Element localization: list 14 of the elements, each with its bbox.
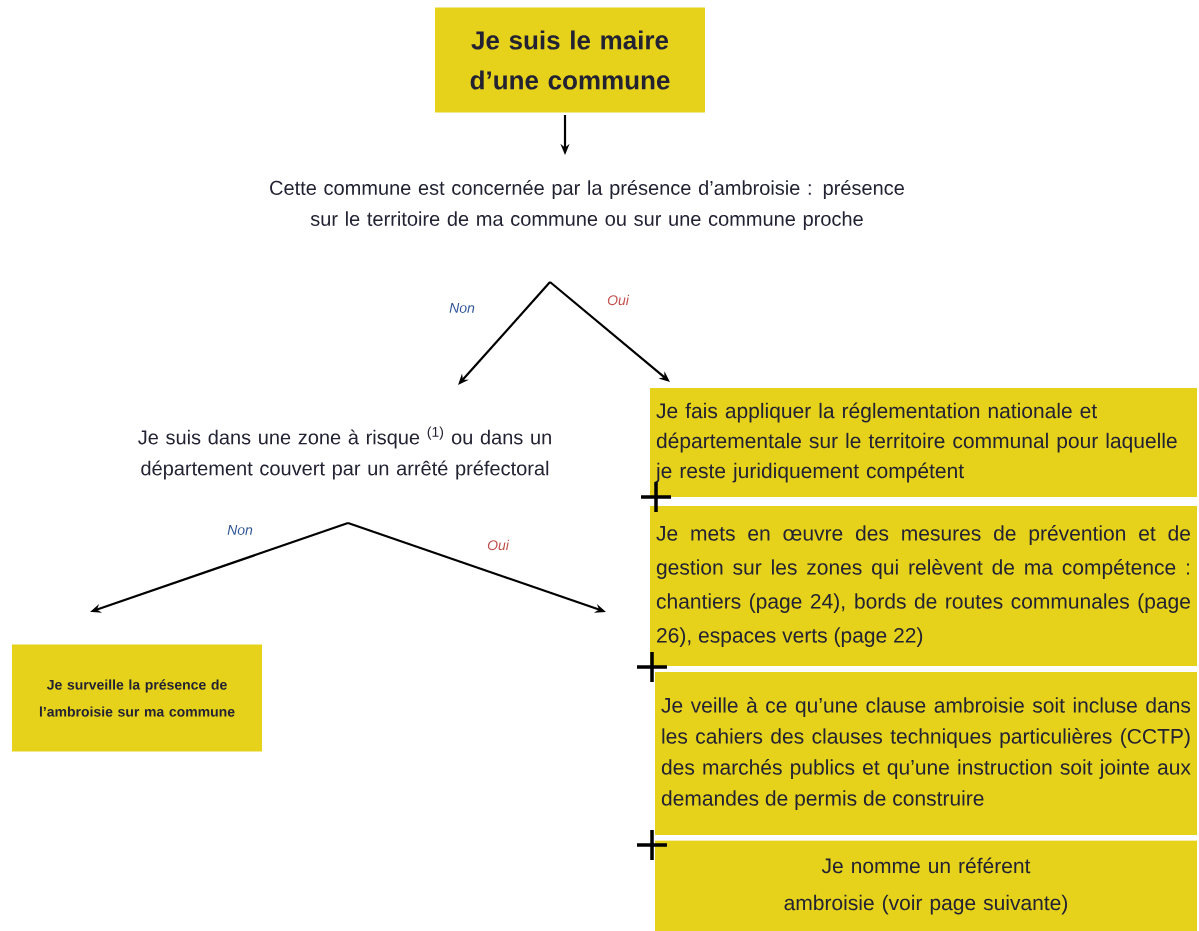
result-box: Je surveille la présence de l’ambroisie sur ma commune [12,644,262,752]
action-box: Je nomme un référent ambroisie (voir page suivante) [655,840,1197,931]
action-box: Je fais appliquer la réglementation nationale et départementale sur le territoire communal pour laquelle je reste juridiquement compétent [650,388,1197,497]
question-text: Cette commune est concernée par la présence d’ambroisie : présence sur le territoire de ma commune ou sur une commune proche [270,180,904,230]
arrow [458,281,551,385]
edge-label: Oui [605,292,631,308]
edge-label: Oui [485,537,511,553]
arrow [549,281,670,382]
question-text: Je suis dans une zone à risque $^{(1)}$ ou dans un département couvert par un arrêté préfectoral [138,426,551,480]
edge-label: Non [225,523,255,537]
action-box: Je veille à ce qu’une clause ambroisie soit incluse dans les cahiers des clauses techniques particulières (CCTP) des marchés publics et qu’une instruction soit jointe aux demandes de permis de construire [655,672,1197,835]
edge-label: Non [447,301,477,315]
title-box: Je suis le maire d’une commune [435,7,705,113]
action-box: Je mets en œuvre des mesures de prévention et de gestion sur les zones qui relèvent de ma compétence : chantiers (page 24), bords de routes communales (page 26), espaces verts (page 22) [650,506,1197,666]
